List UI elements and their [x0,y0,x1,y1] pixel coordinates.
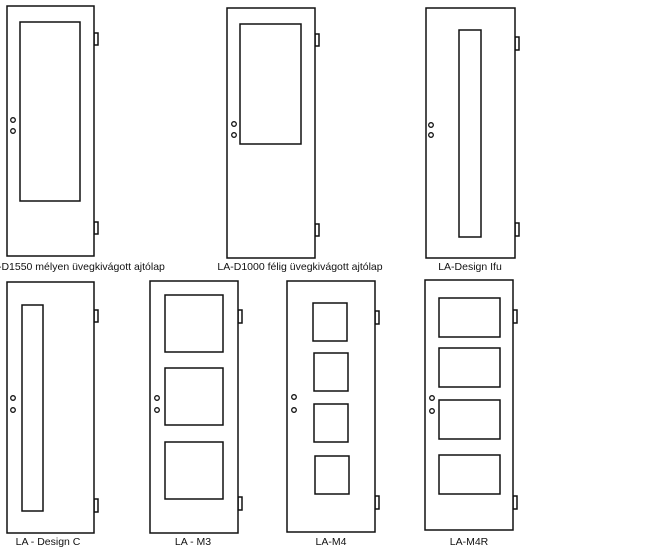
door-la-m4r [424,279,518,531]
glass-panel [164,294,224,353]
lock-icon [154,407,160,413]
glass-panel [438,399,501,440]
glass-panel [19,21,81,202]
handle-icon [10,395,16,401]
glass-panel [164,367,224,426]
glass-panel [313,403,349,443]
glass-panel [313,352,349,392]
glass-panel [314,455,350,495]
handle-icon [231,121,237,127]
door-la-m3 [149,280,243,534]
glass-panel [438,297,501,338]
lock-icon [291,407,297,413]
lock-icon [10,128,16,134]
door-label: LA-Design Ifu [438,261,502,273]
handle-icon [428,122,434,128]
door-label: LA-D1550 mélyen üvegkivágott ajtólap [0,261,165,273]
handle-icon [10,117,16,123]
lock-icon [429,408,435,414]
door-la-d1550 [6,5,99,257]
handle-icon [291,394,297,400]
handle-icon [429,395,435,401]
glass-panel [438,347,501,388]
door-leaf [6,281,95,534]
lock-icon [231,132,237,138]
handle-icon [154,395,160,401]
glass-panel [312,302,348,342]
glass-panel [458,29,482,238]
lock-icon [428,132,434,138]
glass-panel [239,23,302,145]
door-la-design-ifu [425,7,520,259]
door-label: LA - Design C [15,536,81,548]
glass-panel [21,304,44,512]
lock-icon [10,407,16,413]
glass-panel [164,441,224,500]
door-label: LA - M3 [174,536,212,548]
glass-panel [438,454,501,495]
door-label: LA-M4 [315,536,347,548]
door-label: LA-M4R [449,536,489,548]
door-la-m4 [286,280,380,533]
door-label: LA-D1000 félig üvegkivágott ajtólap [217,261,383,273]
door-la-design-c [6,281,99,534]
door-la-d1000 [226,7,320,259]
